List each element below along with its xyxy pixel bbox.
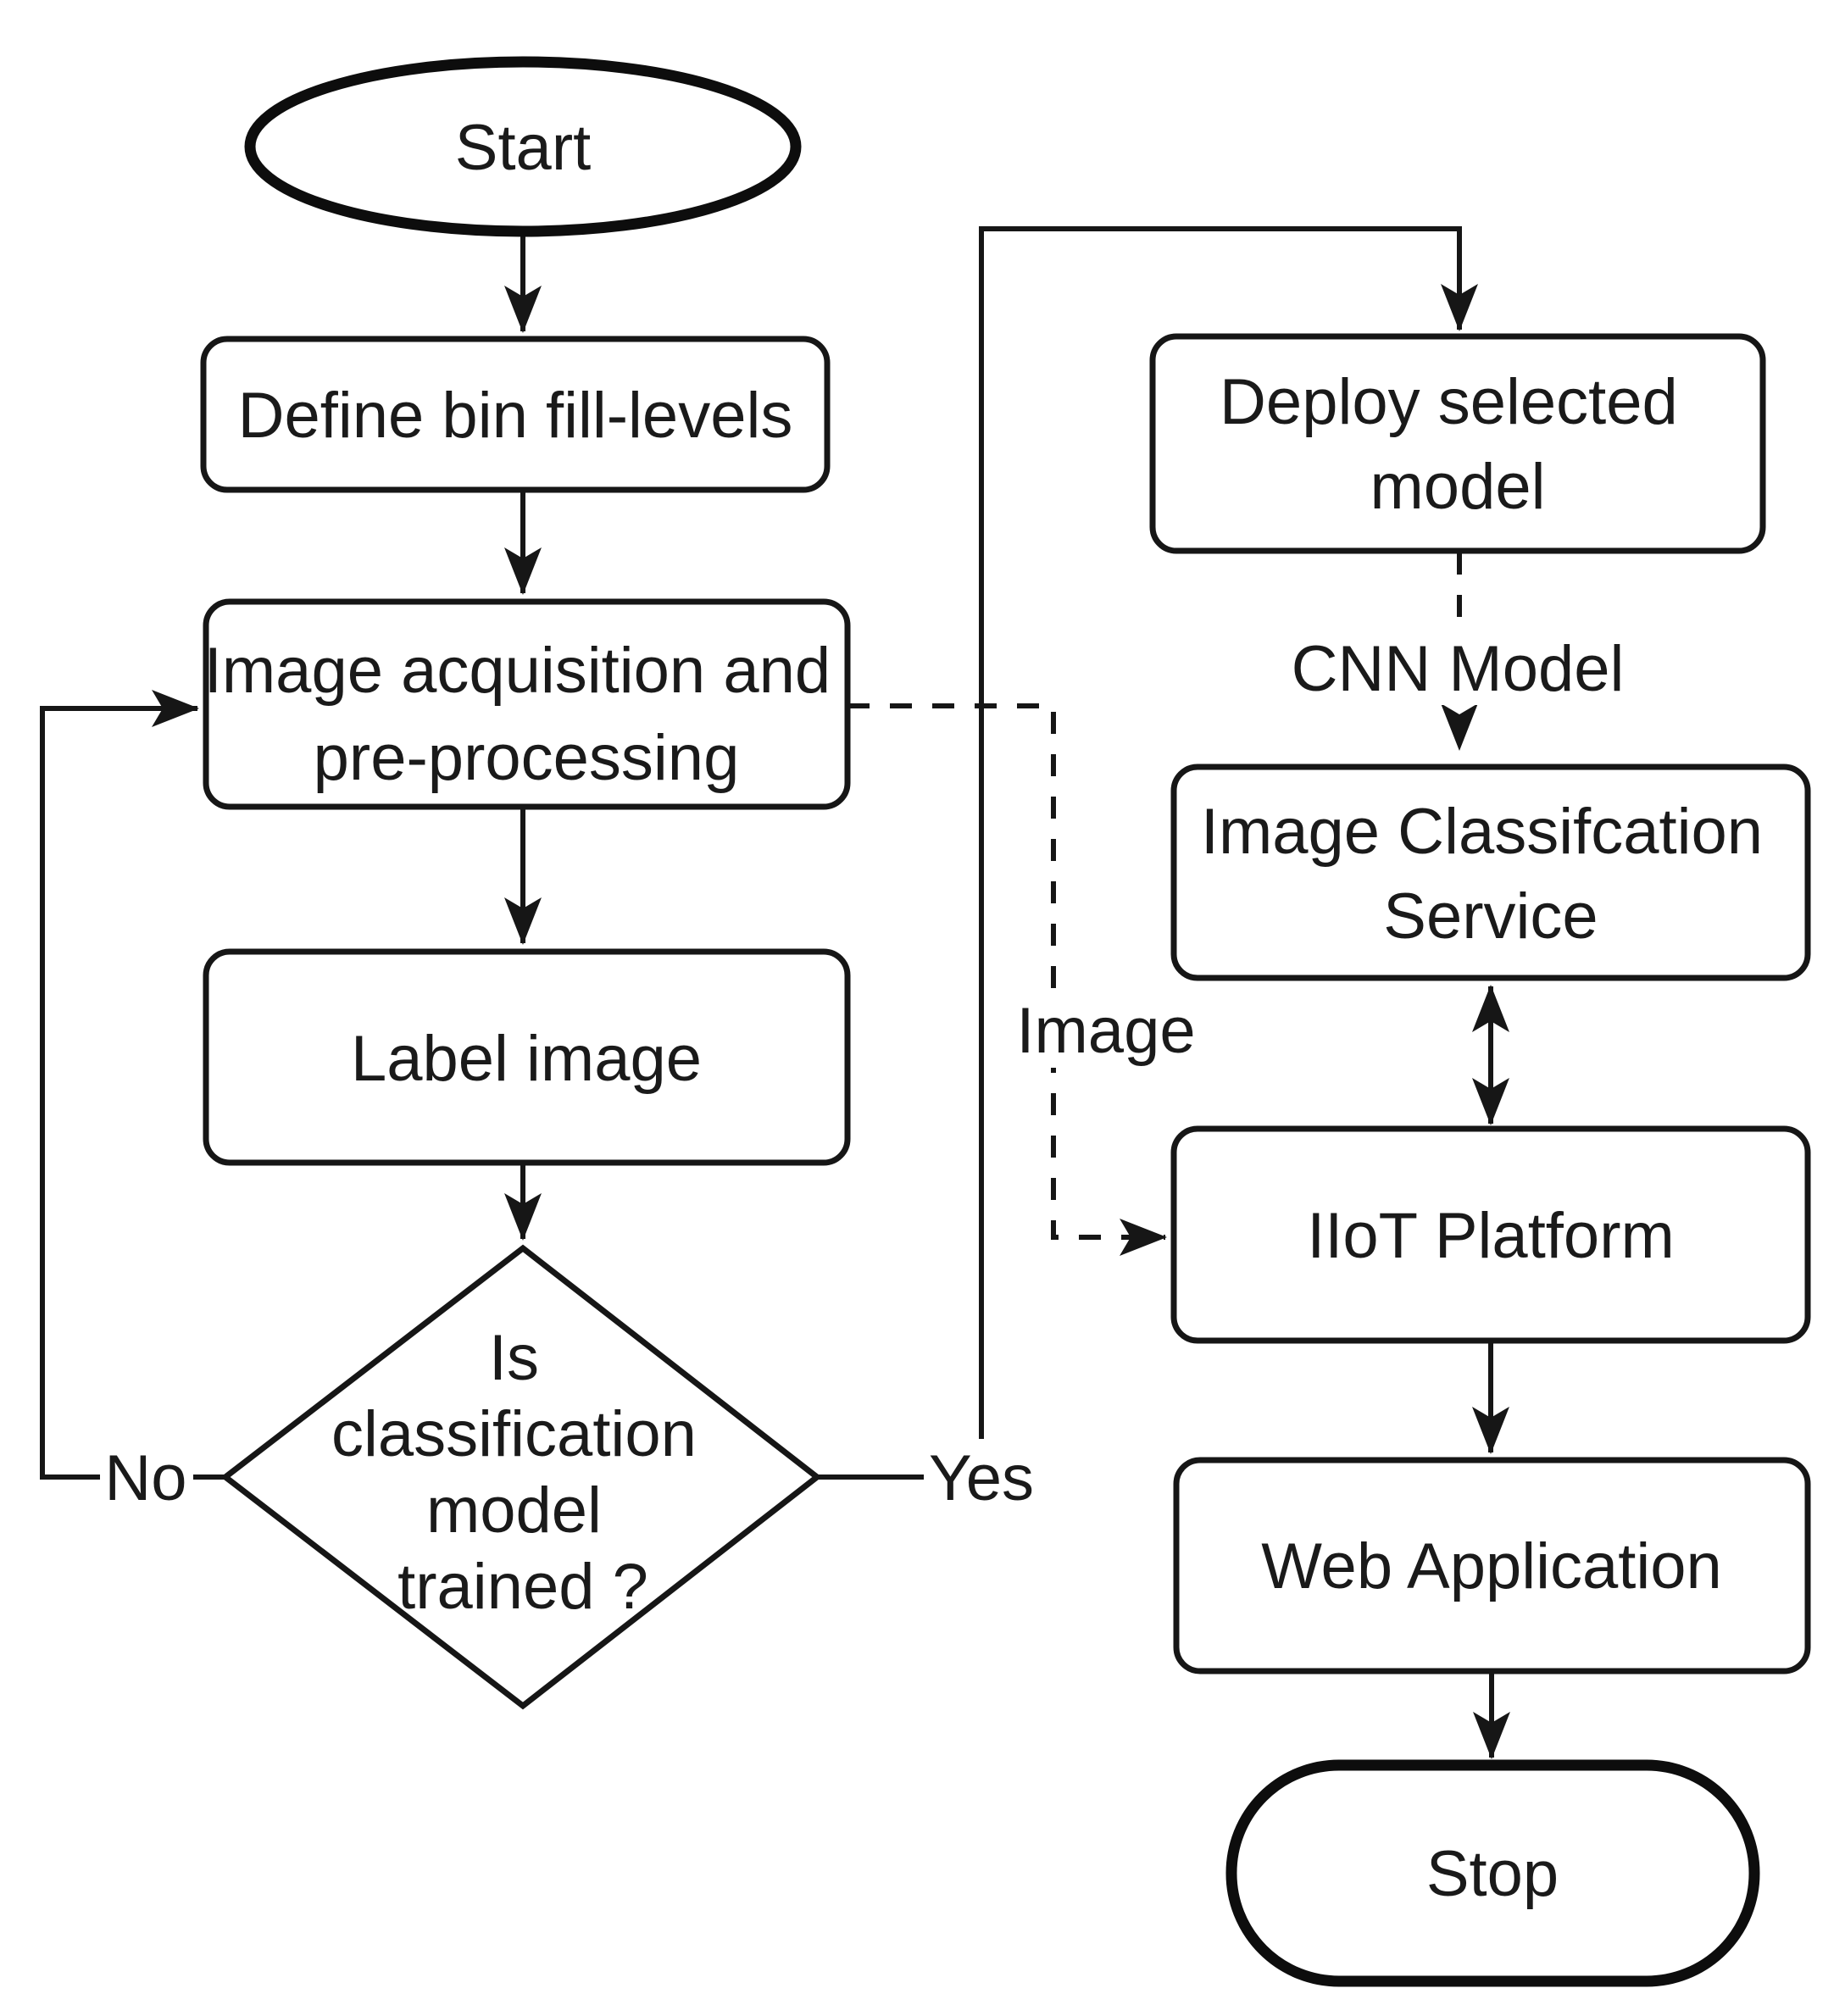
node-stop: Stop xyxy=(1225,1759,1760,1987)
edge-labels: No Yes CNN Model Image xyxy=(100,629,1636,1514)
stop-terminator-shape xyxy=(1225,1759,1760,1987)
web-application-shape xyxy=(1173,1457,1811,1674)
image-label-background xyxy=(1010,990,1202,1068)
node-iiot-platform: IIoT Platform xyxy=(1170,1125,1811,1344)
node-image-acquisition: Image acquisition and pre-processing xyxy=(203,598,851,810)
start-label: Start xyxy=(455,112,592,184)
iiot-platform-label: IIoT Platform xyxy=(1307,1200,1675,1272)
edge-decision-no-loop xyxy=(40,690,225,1480)
define-levels-label: Define bin fill-levels xyxy=(238,380,793,452)
node-deploy-model: Deploy selected model xyxy=(1149,333,1766,554)
image-label: Image xyxy=(1016,995,1195,1067)
decision-diamond-shape xyxy=(220,1244,822,1710)
label-image-shape xyxy=(203,948,851,1166)
web-application-label: Web Application xyxy=(1261,1530,1722,1602)
edge-acquisition-to-iiot-image-dashed xyxy=(847,703,1167,1256)
define-levels-shape xyxy=(200,336,831,493)
node-label-image: Label image xyxy=(203,948,851,1166)
image-acquisition-label: Image acquisition and pre-processing xyxy=(204,635,849,794)
node-decision-model-trained: Is classification model trained ? xyxy=(220,1244,822,1710)
node-classification-service: Image Classifcation Service xyxy=(1170,764,1811,981)
yes-label-background xyxy=(924,1439,1039,1513)
iiot-platform-shape xyxy=(1170,1125,1811,1344)
node-start: Start xyxy=(244,56,802,237)
decision-label: Is classification model trained ? xyxy=(331,1322,714,1623)
yes-label: Yes xyxy=(929,1442,1034,1514)
no-label-background xyxy=(100,1439,193,1513)
label-image-label: Label image xyxy=(351,1023,702,1095)
cnn-model-label: CNN Model xyxy=(1292,633,1625,705)
stop-label: Stop xyxy=(1426,1838,1559,1910)
image-acquisition-shape xyxy=(203,598,851,810)
cnn-model-label-background xyxy=(1281,629,1636,705)
classification-service-label: Image Classifcation Service xyxy=(1201,796,1781,952)
deploy-model-shape xyxy=(1149,333,1766,554)
classification-service-shape xyxy=(1170,764,1811,981)
deploy-model-label: Deploy selected model xyxy=(1220,366,1696,523)
node-define-levels: Define bin fill-levels xyxy=(200,336,831,493)
start-terminator-shape xyxy=(244,56,802,237)
no-label: No xyxy=(104,1442,186,1514)
node-web-application: Web Application xyxy=(1173,1457,1811,1674)
